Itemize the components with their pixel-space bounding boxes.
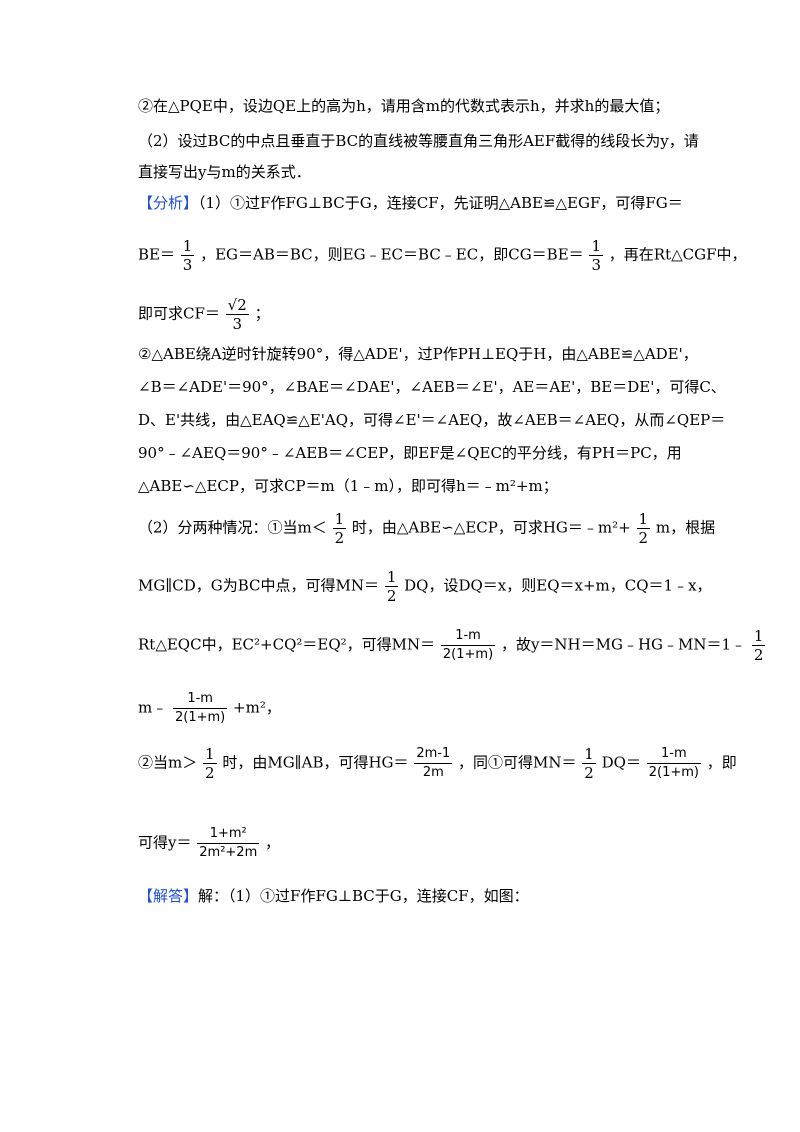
answer-tag: 【解答】	[138, 887, 199, 905]
frac-den: 3	[232, 315, 242, 333]
frac-den: 2(1+m)	[648, 765, 699, 780]
text-seg: （2）分两种情况：①当m＜	[138, 518, 327, 537]
frac-den: 2	[334, 529, 345, 547]
analysis-tag: 【分析】	[138, 194, 199, 212]
text-seg: ；	[254, 304, 270, 323]
frac-num: 1+m²	[197, 825, 260, 844]
text-seg: m，根据	[655, 518, 716, 537]
text-seg: ，故y＝NH＝MG﹣HG﹣MN＝1﹣	[500, 635, 747, 654]
text-seg: MG∥CD，G为BC中点，可得MN＝	[138, 576, 380, 595]
text-seg: +m²，	[233, 698, 281, 717]
text-seg: 可得y＝	[138, 833, 192, 852]
frac-den: 2m	[422, 765, 444, 780]
text-seg: ，同①可得MN＝	[458, 753, 577, 772]
frac-den: 2m²+2m	[199, 845, 258, 860]
text-line-11: △ABE∽△ECP，可求CP＝m（1﹣m），即可得h＝﹣m²+m；	[138, 477, 558, 495]
frac-num: 1	[582, 745, 596, 764]
frac-den: 2	[584, 764, 594, 782]
frac-num: 1	[589, 237, 603, 256]
frac-num: 1	[180, 237, 195, 256]
text-line-1: ②在△PQE中，设边QE上的高为h，请用含m的代数式表示h，并求h的最大值；	[138, 97, 670, 115]
frac-den: 2(1+m)	[175, 710, 226, 725]
text-seg: ，即	[706, 753, 737, 772]
text-seg: 时，由△ABE∽△ECP，可求HG＝﹣m²+	[351, 518, 631, 537]
frac-den: 2	[386, 587, 397, 605]
answer-text: 解：（1）①过F作FG⊥BC于G，连接CF，如图：	[198, 887, 529, 905]
text-seg: ，	[265, 833, 281, 852]
frac-den: 2	[638, 529, 649, 547]
text-seg: 即可求CF＝	[138, 304, 220, 323]
frac-den: 3	[591, 256, 601, 274]
frac-num: 1	[332, 510, 347, 529]
answer-line: 【解答】解：（1）①过F作FG⊥BC于G，连接CF，如图：	[138, 886, 670, 906]
frac-num: 1-m	[173, 690, 228, 709]
text-seg: DQ，设DQ＝x，则EQ＝x+m，CQ＝1﹣x，	[404, 576, 712, 595]
text-seg: m﹣	[138, 698, 168, 717]
text-line-9: D、E'共线，由△EAQ≌△E'AQ，可得∠E'＝∠AEQ，故∠AEB＝∠AEQ…	[138, 411, 726, 429]
frac-num: 2m-1	[414, 745, 453, 764]
analysis-line: 【分析】（1）①过F作FG⊥BC于G，连接CF，先证明△ABE≌△EGF，可得F…	[138, 193, 683, 213]
analysis-text: （1）①过F作FG⊥BC于G，连接CF，先证明△ABE≌△EGF，可得FG＝	[198, 194, 683, 212]
text-seg: ，EG＝AB＝BC，则EG﹣EC＝BC﹣EC，即CG＝BE＝	[200, 245, 584, 264]
text-seg: Rt△EQC中，EC²+CQ²＝EQ²，可得MN＝	[138, 635, 436, 654]
text-seg: 时，由MG∥AB，可得HG＝	[222, 753, 409, 772]
text-line-7: ②△ABE绕A逆时针旋转90°，得△ADE'，过P作PH⊥EQ于H，由△ABE≌…	[138, 345, 698, 363]
text-seg: DQ＝	[601, 753, 641, 772]
frac-num: 1	[203, 745, 217, 764]
frac-den: 2	[753, 646, 764, 664]
frac-num: 1	[636, 510, 651, 529]
radicand: 2	[237, 296, 247, 314]
frac-den: 2	[205, 764, 215, 782]
frac-num: 1	[384, 568, 399, 587]
text-line-8: ∠B＝∠ADE'＝90°，∠BAE＝∠DAE'，∠AEB＝∠E'，AE＝AE'，…	[138, 378, 726, 396]
text-seg: ②当m＞	[138, 753, 198, 772]
text-seg: ，再在Rt△CGF中，	[608, 245, 747, 264]
frac-num: √2	[225, 296, 249, 315]
frac-num: 1	[751, 627, 766, 646]
frac-den: 2(1+m)	[442, 647, 494, 662]
frac-num: 1-m	[440, 627, 496, 646]
text-line-2: （2）设过BC的中点且垂直于BC的直线被等腰直角三角形AEF截得的线段长为y，请	[138, 132, 699, 150]
frac-den: 3	[182, 256, 193, 274]
text-line-10: 90°﹣∠AEQ＝90°﹣∠AEB＝∠CEP，即EF是∠QEC的平分线，有PH＝…	[138, 444, 682, 462]
frac-num: 1-m	[646, 745, 701, 764]
text-line-3: 直接写出y与m的关系式．	[138, 163, 311, 181]
text-seg: BE＝	[138, 245, 175, 264]
